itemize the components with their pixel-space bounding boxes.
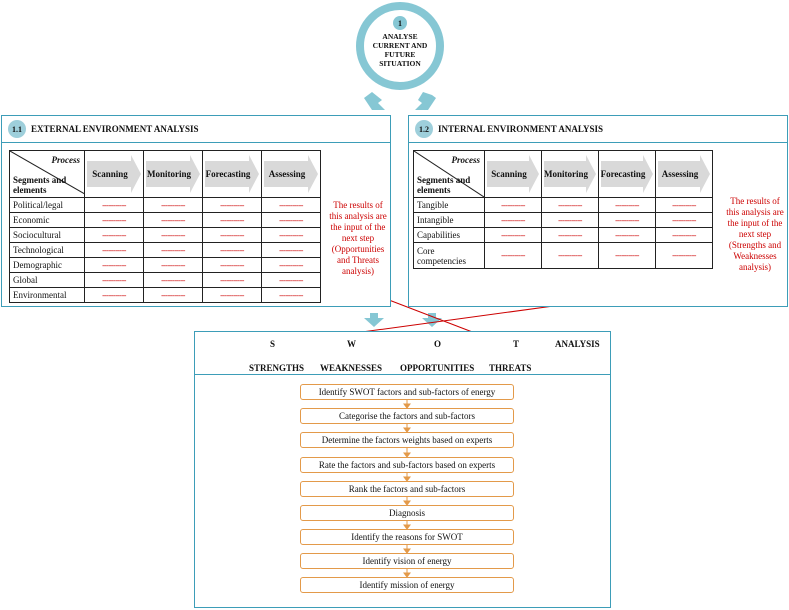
swot-word-opportunities: OPPORTUNITIES bbox=[400, 363, 475, 373]
situation-number: 1 bbox=[393, 16, 407, 30]
swot-divider bbox=[194, 374, 611, 375]
external-note: The results of this analysis are the inp… bbox=[329, 200, 387, 276]
situation-circle: 1 ANALYSE CURRENT AND FUTURE SITUATION bbox=[356, 2, 444, 90]
placeholder-cell: ----------- bbox=[655, 242, 713, 269]
swot-letter-s: S bbox=[270, 339, 276, 349]
arrow-to-external bbox=[364, 92, 385, 110]
arrow-ext-to-swot bbox=[364, 313, 384, 327]
swot-letter-t: T bbox=[513, 339, 520, 349]
swot-letter-w: W bbox=[347, 339, 356, 349]
external-col-assessing: Assessing bbox=[261, 150, 321, 198]
table-row: Intangible------------------------------… bbox=[413, 212, 713, 228]
process-label: Monitoring bbox=[544, 169, 588, 179]
internal-title: INTERNAL ENVIRONMENT ANALYSIS bbox=[438, 124, 604, 134]
internal-number: 1.2 bbox=[415, 120, 433, 138]
external-corner-header: Process Segments and elements bbox=[9, 150, 90, 198]
process-label: Forecasting bbox=[205, 169, 251, 179]
placeholder-cell: ----------- bbox=[84, 287, 144, 303]
arrow-to-internal bbox=[415, 92, 436, 110]
internal-note: The results of this analysis are the inp… bbox=[726, 196, 784, 272]
process-label: Scanning bbox=[491, 169, 527, 179]
external-header-segments: Segments and elements bbox=[13, 175, 67, 195]
step-identify-swot-factors: Identify SWOT factors and sub-factors of… bbox=[300, 384, 514, 400]
process-label: Forecasting bbox=[600, 169, 646, 179]
swot-word-strengths: STRENGTHS bbox=[249, 363, 305, 373]
external-col-scanning: Scanning bbox=[84, 150, 144, 198]
external-col-monitoring: Monitoring bbox=[143, 150, 203, 198]
swot-letter-o: O bbox=[434, 339, 442, 349]
internal-col-assessing: Assessing bbox=[655, 150, 713, 198]
external-number: 1.1 bbox=[8, 120, 26, 138]
table-row: Global----------------------------------… bbox=[9, 272, 321, 288]
process-label: Assessing bbox=[268, 169, 306, 179]
external-table: Process Segments and elements Scanning M… bbox=[9, 150, 321, 303]
internal-col-forecasting: Forecasting bbox=[598, 150, 656, 198]
internal-corner-header: Process Segments and elements bbox=[413, 150, 485, 198]
table-row: Environmental---------------------------… bbox=[9, 287, 321, 303]
internal-panel: 1.2 INTERNAL ENVIRONMENT ANALYSIS Proces… bbox=[408, 115, 788, 307]
placeholder-cell: ----------- bbox=[261, 287, 321, 303]
table-row: Capabilities----------------------------… bbox=[413, 227, 713, 243]
internal-col-scanning: Scanning bbox=[484, 150, 542, 198]
placeholder-cell: ----------- bbox=[261, 272, 321, 288]
table-row: Sociocultural---------------------------… bbox=[9, 227, 321, 243]
placeholder-cell: ----------- bbox=[541, 242, 599, 269]
internal-header-process: Process bbox=[451, 155, 481, 165]
row-label: Core competencies bbox=[413, 242, 485, 269]
situation-title: ANALYSE CURRENT AND FUTURE SITUATION bbox=[372, 32, 428, 68]
external-panel: 1.1 EXTERNAL ENVIRONMENT ANALYSIS Proces… bbox=[1, 115, 391, 307]
swot-analysis-label: ANALYSIS bbox=[555, 339, 600, 349]
internal-header: 1.2 INTERNAL ENVIRONMENT ANALYSIS bbox=[409, 116, 787, 143]
external-header-process: Process bbox=[51, 155, 81, 165]
internal-header-segments: Segments and elements bbox=[417, 175, 471, 195]
placeholder-cell: ----------- bbox=[484, 242, 542, 269]
table-row: Core competencies-----------------------… bbox=[413, 242, 713, 269]
swot-word-weaknesses: WEAKNESSES bbox=[320, 363, 383, 373]
placeholder-cell: ----------- bbox=[598, 242, 656, 269]
table-row: Demographic-----------------------------… bbox=[9, 257, 321, 273]
process-label: Assessing bbox=[661, 169, 699, 179]
external-col-forecasting: Forecasting bbox=[202, 150, 262, 198]
external-title: EXTERNAL ENVIRONMENT ANALYSIS bbox=[31, 124, 199, 134]
diagonal-line bbox=[10, 151, 90, 197]
process-label: Scanning bbox=[92, 169, 128, 179]
internal-col-monitoring: Monitoring bbox=[541, 150, 599, 198]
swot-word-threats: THREATS bbox=[489, 363, 532, 373]
table-row: Economic--------------------------------… bbox=[9, 212, 321, 228]
table-row: Political/legal-------------------------… bbox=[9, 197, 321, 213]
arrow-int-to-swot bbox=[422, 313, 442, 327]
process-label: Monitoring bbox=[147, 169, 191, 179]
placeholder-cell: ----------- bbox=[143, 287, 203, 303]
diagonal-line bbox=[414, 151, 484, 197]
internal-table: Process Segments and elements Scanning M… bbox=[413, 150, 713, 269]
placeholder-cell: ----------- bbox=[202, 287, 262, 303]
external-header: 1.1 EXTERNAL ENVIRONMENT ANALYSIS bbox=[2, 116, 390, 143]
